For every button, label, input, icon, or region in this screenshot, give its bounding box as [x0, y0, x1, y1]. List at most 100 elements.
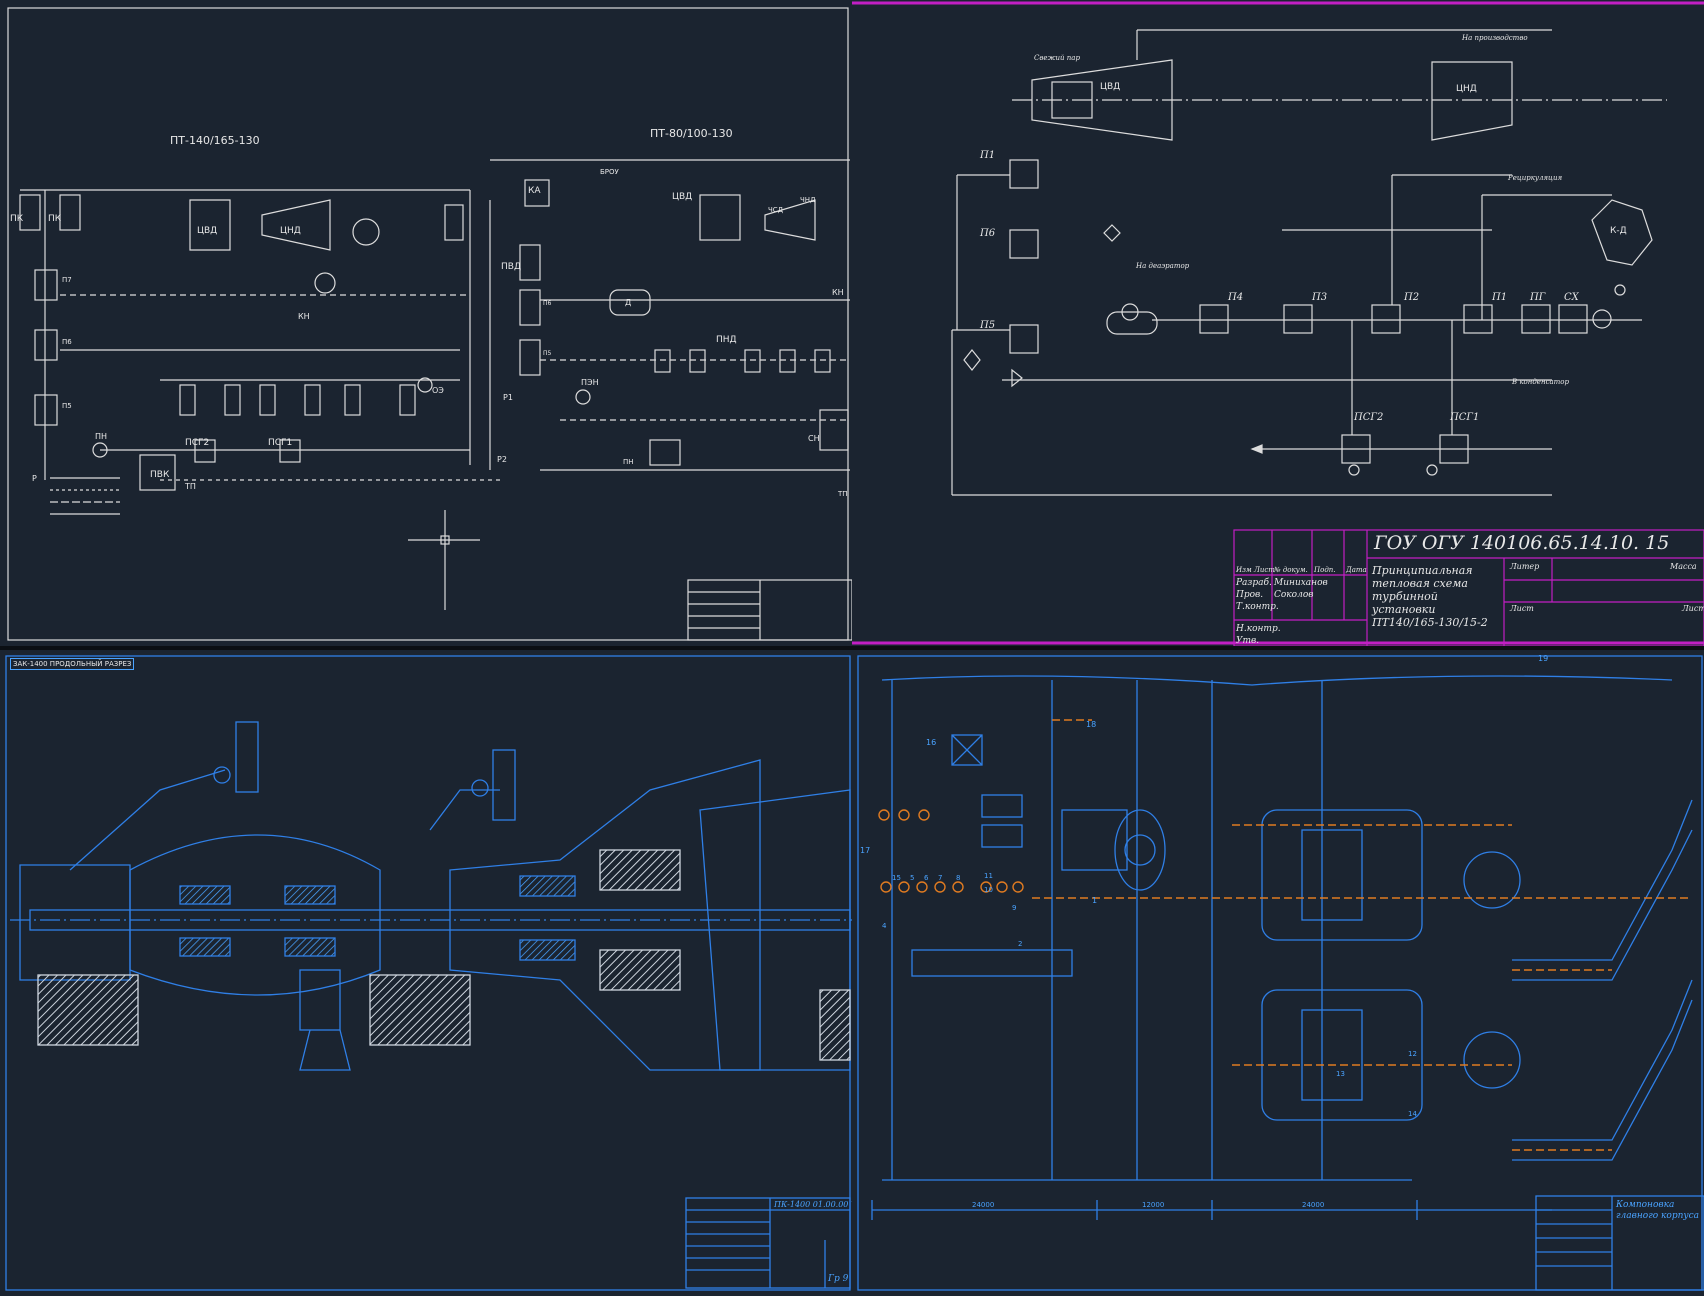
tr-stamp-col-date: Дата — [1346, 566, 1367, 574]
br-drawing — [857, 655, 1704, 1291]
tr-label-p1-heater: П1 — [980, 150, 996, 161]
tr-stamp-col-doc: № докум. — [1274, 566, 1308, 574]
tr-stamp-col-izm: Изм — [1236, 566, 1252, 574]
tl-label-brou: БРОУ — [600, 168, 619, 176]
tl-label-cvd: ЦВД — [197, 226, 218, 236]
tr-stamp-right-sheets: Листов — [1682, 604, 1704, 613]
br-callout-18: 18 — [1086, 720, 1097, 729]
tr-label-p4: П4 — [1228, 292, 1244, 303]
tr-stamp-title: Принципиальная тепловая схема турбинной … — [1372, 564, 1488, 629]
tr-note-condenser: В конденсатор — [1512, 378, 1569, 386]
tr-label-p1: П1 — [1492, 292, 1508, 303]
tl-label-pn: ПН — [95, 432, 108, 441]
br-dim-3: 24000 — [1302, 1201, 1325, 1209]
tl-label-pk2: ПК — [48, 214, 62, 224]
tl-label-p6: П6 — [62, 338, 72, 346]
tl-label-pnd: ПНД — [716, 335, 737, 345]
panel-bl-turbine-section: ЗАК-1400 ПРОДОЛЬНЫЙ РАЗРЕЗ ПК-1400 01.00… — [0, 650, 852, 1296]
tl-label-r1: Р1 — [503, 393, 513, 402]
tl-drawing — [7, 7, 852, 641]
br-callout-15: 15 — [892, 874, 901, 882]
br-callout-13: 13 — [1336, 1070, 1345, 1078]
br-callout-17: 17 — [860, 846, 871, 855]
tr-label-psg2: ПСГ2 — [1354, 412, 1384, 423]
tr-stamp-name-1: Миниханов — [1274, 578, 1328, 588]
tl-label-tp2: ТП — [838, 490, 848, 498]
br-callout-7: 7 — [938, 874, 943, 882]
tr-stamp-right-liter: Литер — [1510, 562, 1540, 571]
tl-label-pk1: ПК — [10, 214, 24, 224]
tl-label-d: Д — [625, 298, 632, 307]
tl-label-cnd: ЦНД — [280, 226, 301, 236]
tl-title-right: ПТ-80/100-130 — [650, 127, 733, 140]
tr-label-sx: СХ — [1564, 292, 1579, 303]
br-callout-12: 12 — [1408, 1050, 1417, 1058]
br-stamp-title: Компоновка главного корпуса — [1616, 1200, 1700, 1221]
tl-label-kn2: КН — [832, 288, 844, 297]
tr-note-fresh-steam: Свежий пар — [1034, 54, 1080, 62]
tl-label-p5b: П5 — [543, 350, 552, 357]
tr-stamp-col-list: Лист — [1254, 566, 1275, 574]
panel-br-layout: 19 16 18 17 1 15 5 6 7 8 10 11 9 4 2 12 … — [852, 650, 1704, 1296]
tl-label-p6b: П6 — [543, 300, 552, 307]
tr-label-p6: П6 — [980, 228, 996, 239]
br-dim-2: 12000 — [1142, 1201, 1165, 1209]
br-callout-2: 2 — [1018, 940, 1023, 948]
br-callout-6: 6 — [924, 874, 929, 882]
bl-tag: ЗАК-1400 ПРОДОЛЬНЫЙ РАЗРЕЗ — [10, 658, 135, 670]
tl-label-oe: ОЭ — [432, 386, 444, 395]
tl-label-chsd: ЧСД — [768, 206, 784, 214]
tr-label-psg1: ПСГ1 — [1450, 412, 1480, 423]
tl-label-cvd2: ЦВД — [672, 192, 693, 202]
tr-label-cnd: ЦНД — [1456, 84, 1477, 94]
tr-label-p3: П3 — [1312, 292, 1328, 303]
tl-title-left: ПТ-140/165-130 — [170, 134, 260, 147]
tr-note-recirculation: Рециркуляция — [1508, 174, 1563, 182]
tl-label-ka: КА — [528, 186, 541, 196]
bl-drawing — [5, 655, 852, 1291]
tl-label-pvk: ПВК — [150, 470, 170, 480]
br-callout-16: 16 — [926, 738, 937, 747]
br-callout-8: 8 — [956, 874, 961, 882]
tl-label-pvd: ПВД — [501, 262, 521, 272]
tr-stamp-col-sign: Подп. — [1314, 566, 1336, 574]
tr-drawing — [852, 1, 1704, 646]
tl-label-r2: Р2 — [497, 455, 507, 464]
br-callout-11: 11 — [984, 872, 993, 880]
tr-stamp-code: ГОУ ОГУ 140106.65.14.10. 15 — [1374, 532, 1670, 554]
tl-label-chnd: ЧНД — [800, 196, 816, 204]
tr-label-p2: П2 — [1404, 292, 1420, 303]
tl-label-pen: ПЭН — [581, 378, 599, 387]
tl-label-psg2: ПСГ2 — [185, 438, 210, 448]
br-callout-19: 19 — [1538, 654, 1549, 663]
br-dim-1: 24000 — [972, 1201, 995, 1209]
tl-label-kn: КН — [298, 312, 310, 321]
tr-stamp-right-sheet: Лист — [1510, 604, 1534, 613]
tr-label-p5: П5 — [980, 320, 996, 331]
tr-stamp-role-approve: Утв. — [1236, 636, 1260, 646]
br-callout-9: 9 — [1012, 904, 1017, 912]
bl-stamp-sheet: Гр 9 — [828, 1274, 849, 1284]
tr-note-production: На производство — [1462, 34, 1528, 42]
br-callout-10: 10 — [984, 886, 993, 894]
tr-label-kd: К-Д — [1610, 226, 1627, 236]
br-callout-1: 1 — [1092, 896, 1098, 905]
tl-label-sn: СН — [808, 434, 820, 443]
panel-tr-thermal-scheme: ЦВД ЦНД К-Д П1 П6 П5 П4 П3 П2 П1 ПГ СХ П… — [852, 0, 1704, 646]
tl-label-tp: ТП — [185, 482, 196, 491]
tr-stamp-right-mass: Масса — [1670, 562, 1697, 571]
tr-note-deaerator: На деаэратор — [1136, 262, 1190, 270]
bl-stamp-code: ПК-1400 01.00.00 ЧЕРТ — [774, 1200, 852, 1209]
tr-stamp-role-check: Пров. — [1236, 590, 1264, 600]
br-callout-4: 4 — [882, 922, 887, 930]
tr-label-cvd: ЦВД — [1100, 82, 1121, 92]
tl-label-psg1: ПСГ1 — [268, 438, 293, 448]
tl-label-p5: П5 — [62, 402, 72, 410]
tr-stamp-role-dev: Разраб. — [1236, 578, 1272, 588]
tr-stamp-role-tcontrol: Т.контр. — [1236, 602, 1279, 612]
tr-stamp-name-2: Соколов — [1274, 590, 1314, 600]
tl-label-pn2: ПН — [623, 458, 634, 466]
tr-label-pg: ПГ — [1530, 292, 1546, 303]
panel-tl-schematic: ПТ-140/165-130 ПТ-80/100-130 ПК ПК ЦВД Ц… — [0, 0, 852, 646]
br-callout-5: 5 — [910, 874, 915, 882]
